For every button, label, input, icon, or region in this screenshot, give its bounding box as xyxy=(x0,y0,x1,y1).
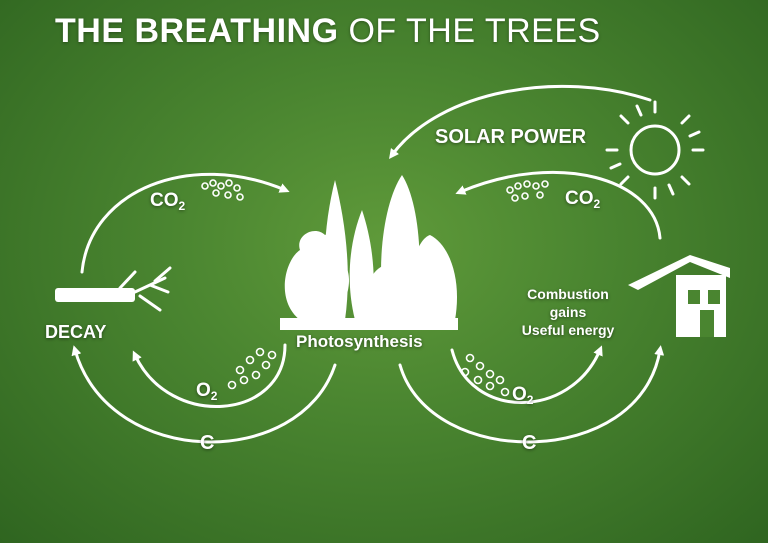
c-right-arrow xyxy=(398,345,665,444)
combustion-label: Combustion gains Useful energy xyxy=(521,286,615,338)
o2-left-label: O2 xyxy=(196,380,218,403)
c-right-label: C xyxy=(522,432,537,454)
sun-icon xyxy=(605,100,705,200)
c-left-arrow xyxy=(71,345,337,444)
o2-left-arrow xyxy=(132,343,287,408)
co2-right-label: CO2 xyxy=(565,188,601,211)
solar-arrow xyxy=(389,84,652,160)
trees-icon xyxy=(280,175,458,330)
co2-left-label: CO2 xyxy=(150,190,186,213)
photosynthesis-label: Photosynthesis xyxy=(296,332,423,351)
co2-left-arrow xyxy=(80,172,290,274)
page-title: THE BREATHING OF THE TREES xyxy=(55,12,601,50)
c-left-label: C xyxy=(200,432,215,454)
house-icon xyxy=(628,255,730,337)
co2-right-arrow xyxy=(455,171,662,240)
fallen-log-icon xyxy=(55,266,172,312)
decay-label: DECAY xyxy=(45,322,107,342)
o2-right-label: O2 xyxy=(512,384,534,407)
bubbles-icon xyxy=(201,179,549,397)
solar-power-label: SOLAR POWER xyxy=(435,126,587,148)
